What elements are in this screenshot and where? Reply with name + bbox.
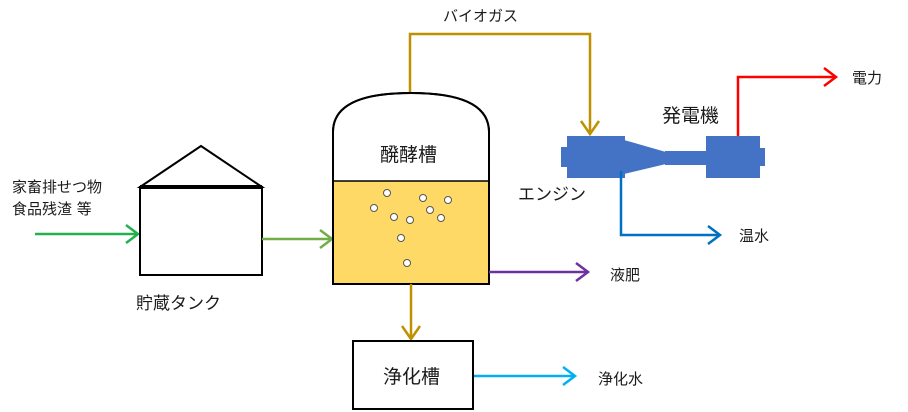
gas-bubble: [403, 259, 411, 267]
generator-right-cap: [759, 148, 765, 166]
generator-body: [706, 136, 760, 178]
biogas-label: バイオガス: [443, 7, 518, 25]
purified-water-arrow: [474, 366, 578, 386]
biogas-pipe: [408, 32, 601, 137]
gas-bubble: [370, 204, 378, 212]
engine-taper: [624, 140, 666, 174]
hot-water-arrow: [619, 171, 723, 245]
gas-bubble: [397, 234, 405, 242]
engine-body: [567, 136, 625, 178]
storage-tank-label: 貯蔵タンク: [136, 294, 221, 314]
digester-to-purification-arrow: [400, 284, 422, 342]
drive-shaft: [665, 151, 707, 165]
gas-bubble: [426, 206, 434, 214]
input-arrow: [35, 224, 141, 244]
gas-bubble: [444, 196, 452, 204]
gas-bubbles: [370, 189, 452, 267]
electricity-arrow: [736, 67, 839, 136]
gas-bubble: [419, 194, 427, 202]
engine-left-cap: [561, 147, 568, 167]
digester-liquid: [334, 181, 488, 283]
engine-generator: [561, 136, 765, 178]
generator-label: 発電機: [662, 105, 719, 127]
gas-bubble: [437, 214, 445, 222]
gas-bubble: [390, 213, 398, 221]
purified-water-label: 浄化水: [598, 370, 643, 388]
liquid-fertilizer-label: 液肥: [610, 266, 640, 284]
input-label-line1: 家畜排せつ物: [12, 178, 102, 196]
hot-water-label: 温水: [739, 227, 769, 245]
digester-label: 醗酵槽: [380, 144, 437, 166]
digester-tank: [332, 91, 490, 285]
engine-label: エンジン: [518, 185, 586, 205]
gas-bubble: [383, 189, 391, 197]
purification-tank-label: 浄化槽: [383, 366, 440, 388]
electricity-label: 電力: [852, 69, 882, 87]
liquid-fertilizer-arrow: [489, 262, 591, 282]
input-label-line2: 食品残渣 等: [12, 200, 92, 218]
storage-tank: [136, 144, 266, 276]
purification-tank: [352, 340, 474, 410]
storage-to-digester-arrow: [262, 229, 335, 249]
gas-bubble: [406, 216, 414, 224]
